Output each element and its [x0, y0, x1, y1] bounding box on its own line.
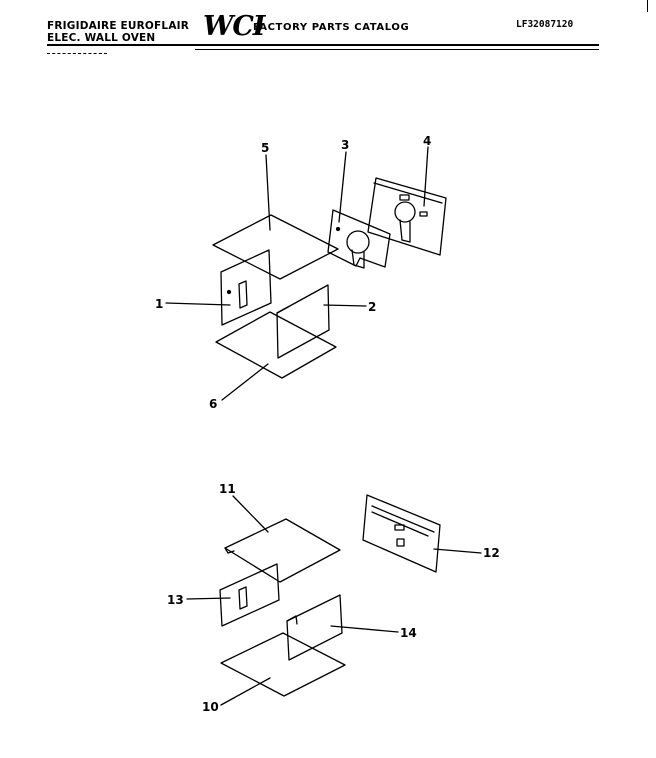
label-part-1: 1	[155, 297, 163, 311]
part-6-bottom-plate	[215, 311, 337, 379]
part-4-rear-panel	[367, 177, 447, 256]
label-part-2: 2	[368, 300, 376, 314]
label-part-4: 4	[423, 134, 431, 148]
model-number: LF32087120	[516, 19, 574, 30]
part-1-side-panel	[220, 249, 272, 326]
catalog-title: FACTORY PARTS CATALOG	[253, 22, 410, 33]
part-12-rear-panel	[362, 494, 441, 573]
part-3-panel	[327, 209, 391, 269]
part-5-top-plate	[212, 214, 339, 280]
lower-leader-lines	[186, 495, 482, 706]
edge-tick	[647, 0, 648, 12]
label-part-6: 6	[209, 397, 217, 411]
part-14-side-panel	[286, 594, 343, 661]
upper-leader-lines	[165, 146, 429, 401]
label-part-10: 10	[202, 700, 219, 714]
part-2-side-panel	[276, 284, 330, 359]
label-part-5: 5	[261, 141, 269, 155]
label-part-13: 13	[167, 593, 184, 607]
wci-logo: WCI	[203, 11, 265, 42]
label-part-12: 12	[483, 546, 500, 560]
brand-line-2: ELEC. WALL OVEN	[47, 32, 156, 44]
label-part-11: 11	[219, 482, 236, 496]
catalog-brand: FRIGIDAIRE EUROFLAIR ELEC. WALL OVEN	[47, 20, 189, 44]
header-rule	[47, 44, 599, 46]
part-13-side-panel	[219, 563, 280, 627]
header-rule-thin	[195, 49, 599, 50]
label-part-14: 14	[400, 626, 417, 640]
brand-line-1: FRIGIDAIRE EUROFLAIR	[47, 20, 190, 32]
part-11-top-plate	[224, 518, 341, 583]
part-10-bottom-plate	[220, 632, 346, 697]
label-part-3: 3	[341, 138, 349, 152]
header-rule-dashed	[47, 53, 107, 54]
